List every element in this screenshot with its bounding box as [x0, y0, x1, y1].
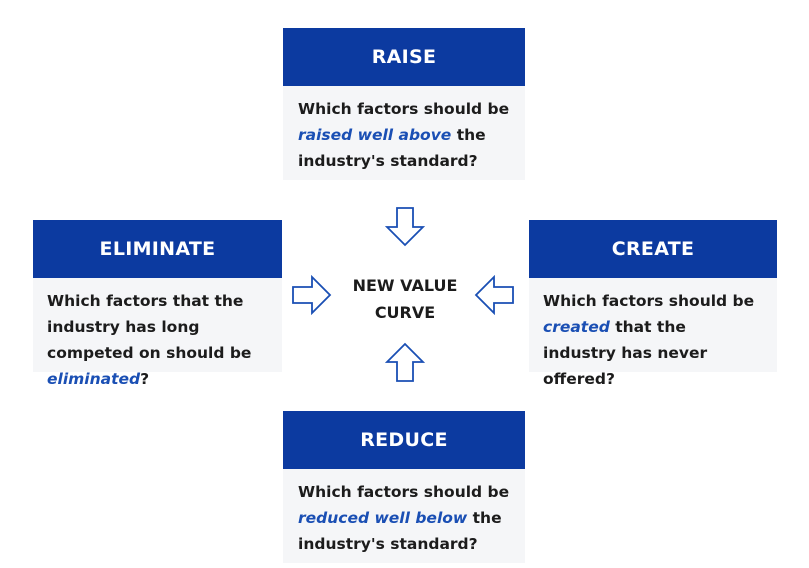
reduce-question-post: the industry's standard?	[298, 509, 502, 553]
arrow-up-icon	[385, 342, 425, 382]
eliminate-question-pre: Which factors that the industry has long…	[47, 292, 252, 362]
arrow-left-icon	[474, 275, 514, 315]
eliminate-card: ELIMINATE Which factors that the industr…	[33, 220, 282, 388]
eliminate-title: ELIMINATE	[33, 220, 282, 278]
center-label-line1: NEW VALUE	[352, 276, 458, 295]
create-question-highlight: created	[543, 318, 610, 336]
raise-question-pre: Which factors should be	[298, 100, 510, 118]
center-label-line2: CURVE	[374, 303, 436, 322]
reduce-question-pre: Which factors should be	[298, 483, 510, 501]
reduce-card: REDUCE Which factors should be reduced w…	[283, 411, 525, 563]
create-title: CREATE	[529, 220, 777, 278]
create-question-pre: Which factors should be	[543, 292, 755, 310]
eliminate-question-post: ?	[140, 370, 150, 388]
raise-question: Which factors should be raised well abov…	[283, 86, 525, 184]
reduce-title: REDUCE	[283, 411, 525, 469]
reduce-question-highlight: reduced well below	[298, 509, 468, 527]
create-question-post: that the industry has never offered?	[543, 318, 708, 388]
eliminate-question: Which factors that the industry has long…	[33, 278, 282, 402]
eliminate-question-highlight: eliminated	[47, 370, 141, 388]
create-card: CREATE Which factors should be created t…	[529, 220, 777, 388]
reduce-question: Which factors should be reduced well bel…	[283, 469, 525, 567]
raise-question-post: the industry's standard?	[298, 126, 486, 170]
raise-question-highlight: raised well above	[298, 126, 452, 144]
arrow-down-icon	[385, 207, 425, 247]
arrow-right-icon	[292, 275, 332, 315]
raise-title: RAISE	[283, 28, 525, 86]
create-question: Which factors should be created that the…	[529, 278, 777, 402]
raise-card: RAISE Which factors should be raised wel…	[283, 28, 525, 180]
center-label: NEW VALUE CURVE	[330, 272, 480, 326]
